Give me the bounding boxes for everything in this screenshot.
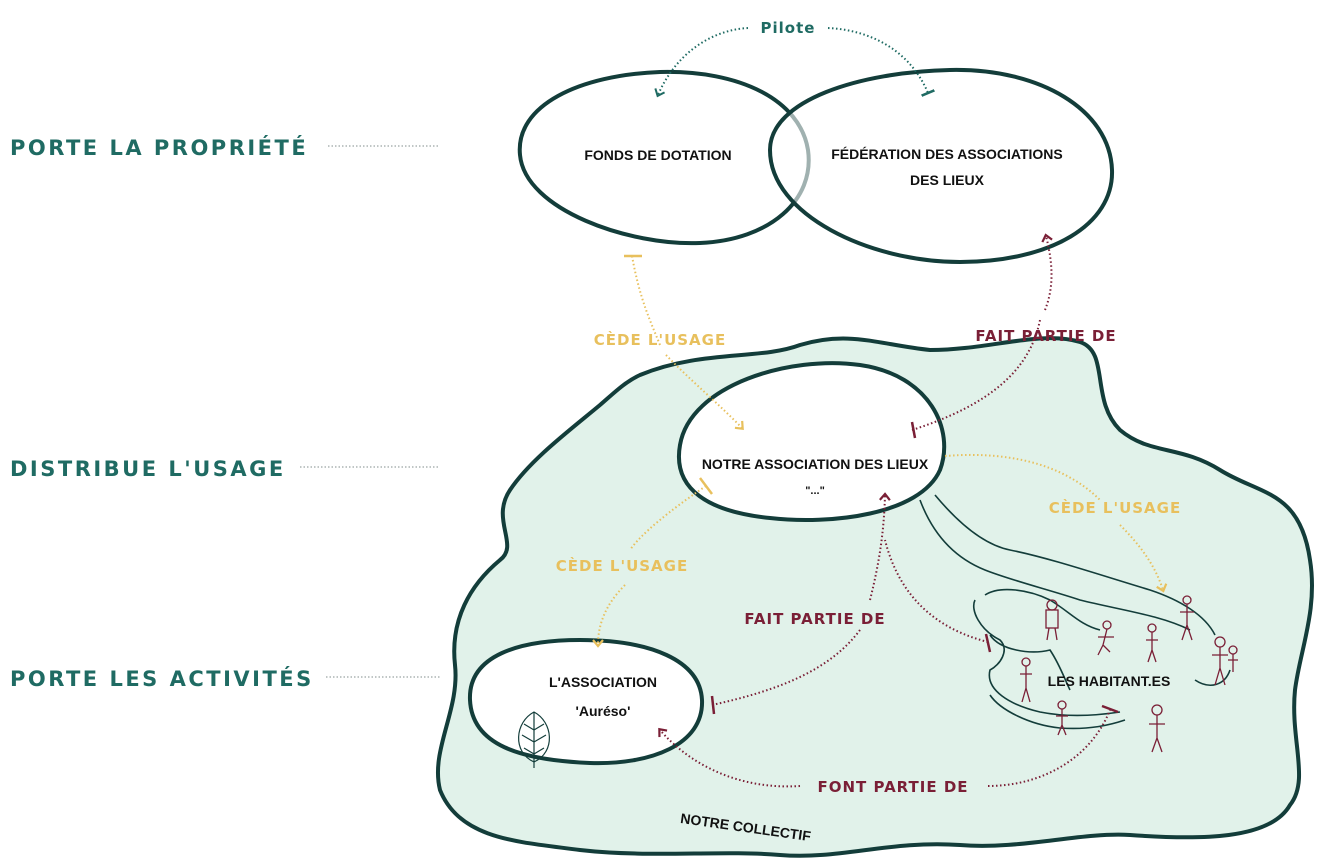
font-partie-edge-left <box>658 727 801 788</box>
font-partie-edge-right <box>987 709 1111 787</box>
aureso-label-line2: 'Auréso' <box>576 703 631 719</box>
aureso-label-line1: L'ASSOCIATION <box>549 674 657 690</box>
cede-usage-edge-left <box>598 485 707 645</box>
fait-partie-mid-bar <box>710 695 716 715</box>
level-guides <box>300 145 440 678</box>
federation-label-line2: DES LIEUX <box>910 172 985 188</box>
pilote-edge-left <box>654 27 749 98</box>
federation-label-line1: FÉDÉRATION DES ASSOCIATIONS <box>831 146 1063 162</box>
pilote-label: Pilote <box>761 19 816 37</box>
fait-partie-label-middle: FAIT PARTIE DE <box>744 610 885 628</box>
association-lieux-label: NOTRE ASSOCIATION DES LIEUX <box>702 456 929 472</box>
fait-partie-edge-top <box>911 236 1052 431</box>
habitants-edge-bar <box>984 633 992 653</box>
leaf-icon <box>518 711 550 768</box>
level-usage-label: DISTRIBUE L'USAGE <box>10 457 286 481</box>
font-partie-end-bar <box>1101 704 1119 714</box>
cede-usage-label-top: CÈDE L'USAGE <box>594 330 726 349</box>
cede-usage-edge-top <box>631 255 742 428</box>
federation-node <box>767 67 1115 265</box>
level-property-label: PORTE LA PROPRIÉTÉ <box>10 135 308 160</box>
level-activities-label: PORTE LES ACTIVITÉS <box>10 666 314 691</box>
font-partie-label: FONT PARTIE DE <box>817 778 968 796</box>
habitants-label: LES HABITANT.ES <box>1048 673 1171 689</box>
fait-partie-label-top: FAIT PARTIE DE <box>975 327 1116 345</box>
cede-usage-left-bar <box>699 477 713 495</box>
aureso-node <box>467 637 705 766</box>
fait-partie-edge-middle <box>711 495 885 706</box>
association-lieux-node <box>676 361 947 523</box>
cede-usage-label-left: CÈDE L'USAGE <box>556 556 688 575</box>
cede-usage-edge-right <box>944 453 1163 590</box>
association-lieux-sub: "..." <box>805 485 825 497</box>
fait-partie-start-bar <box>910 421 917 439</box>
person-icon <box>1020 595 1238 753</box>
habitants-edge <box>884 539 989 643</box>
cede-usage-label-right: CÈDE L'USAGE <box>1049 498 1181 517</box>
fonds-label: FONDS DE DOTATION <box>584 147 731 163</box>
